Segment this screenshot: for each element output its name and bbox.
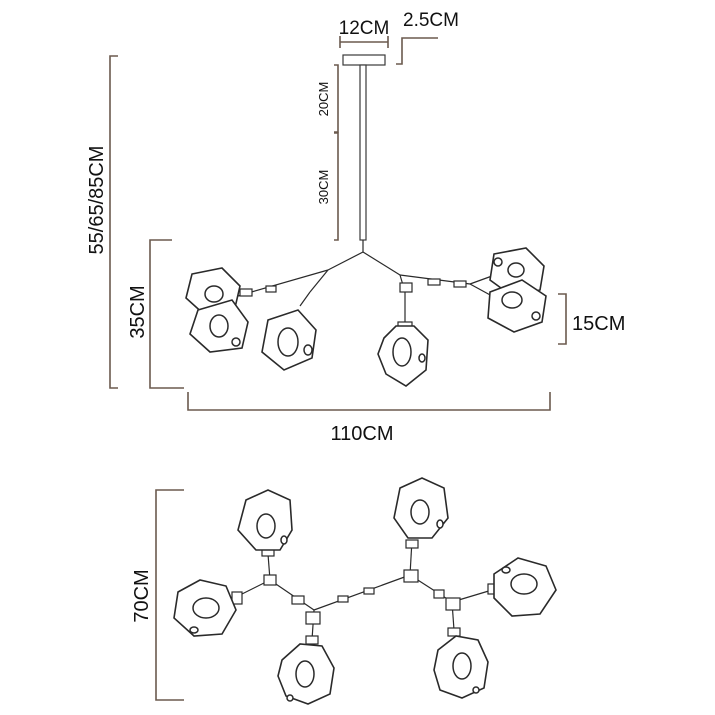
depth-label: 70CM: [131, 569, 153, 622]
top-shade-5: [277, 643, 335, 705]
body-height-line: [149, 239, 184, 389]
rod-long-line: [334, 132, 339, 241]
side-shade-4: [377, 325, 429, 387]
canopy-height-bracket: [396, 37, 438, 65]
top-view: 70CM: [131, 477, 557, 705]
shade-height-line: [558, 293, 567, 345]
top-shade-3: [173, 579, 237, 637]
canopy-height-label: 2.5CM: [403, 10, 459, 31]
suspension-rod: [359, 64, 367, 241]
side-shade-6: [487, 279, 547, 333]
rod-short-line: [334, 64, 339, 133]
rod-short-label: 20CM: [316, 82, 331, 117]
top-shade-6: [433, 635, 489, 699]
body-height-label: 35CM: [127, 285, 149, 338]
top-shade-4: [493, 557, 557, 617]
rod-long-label: 30CM: [316, 170, 331, 205]
canopy-width-label: 12CM: [339, 18, 390, 39]
top-shade-2: [393, 477, 449, 539]
side-shade-2: [189, 299, 249, 353]
side-shade-5: [489, 247, 545, 297]
ceiling-canopy: [342, 54, 386, 66]
total-width-label: 110CM: [331, 423, 394, 445]
total-width-line: [187, 392, 551, 411]
side-shade-3: [261, 309, 317, 371]
total-height-line: [109, 55, 118, 389]
top-shade-1: [237, 489, 293, 551]
shade-height-label: 15CM: [572, 313, 625, 335]
total-height-label: 55/65/85CM: [86, 146, 108, 255]
top-branch-arms: [231, 539, 499, 645]
depth-line: [155, 489, 184, 701]
side-branch-arms: [237, 240, 493, 331]
side-view: 12CM 2.5CM 20CM 30CM 55/65/85CM 35CM 15C…: [86, 10, 625, 445]
